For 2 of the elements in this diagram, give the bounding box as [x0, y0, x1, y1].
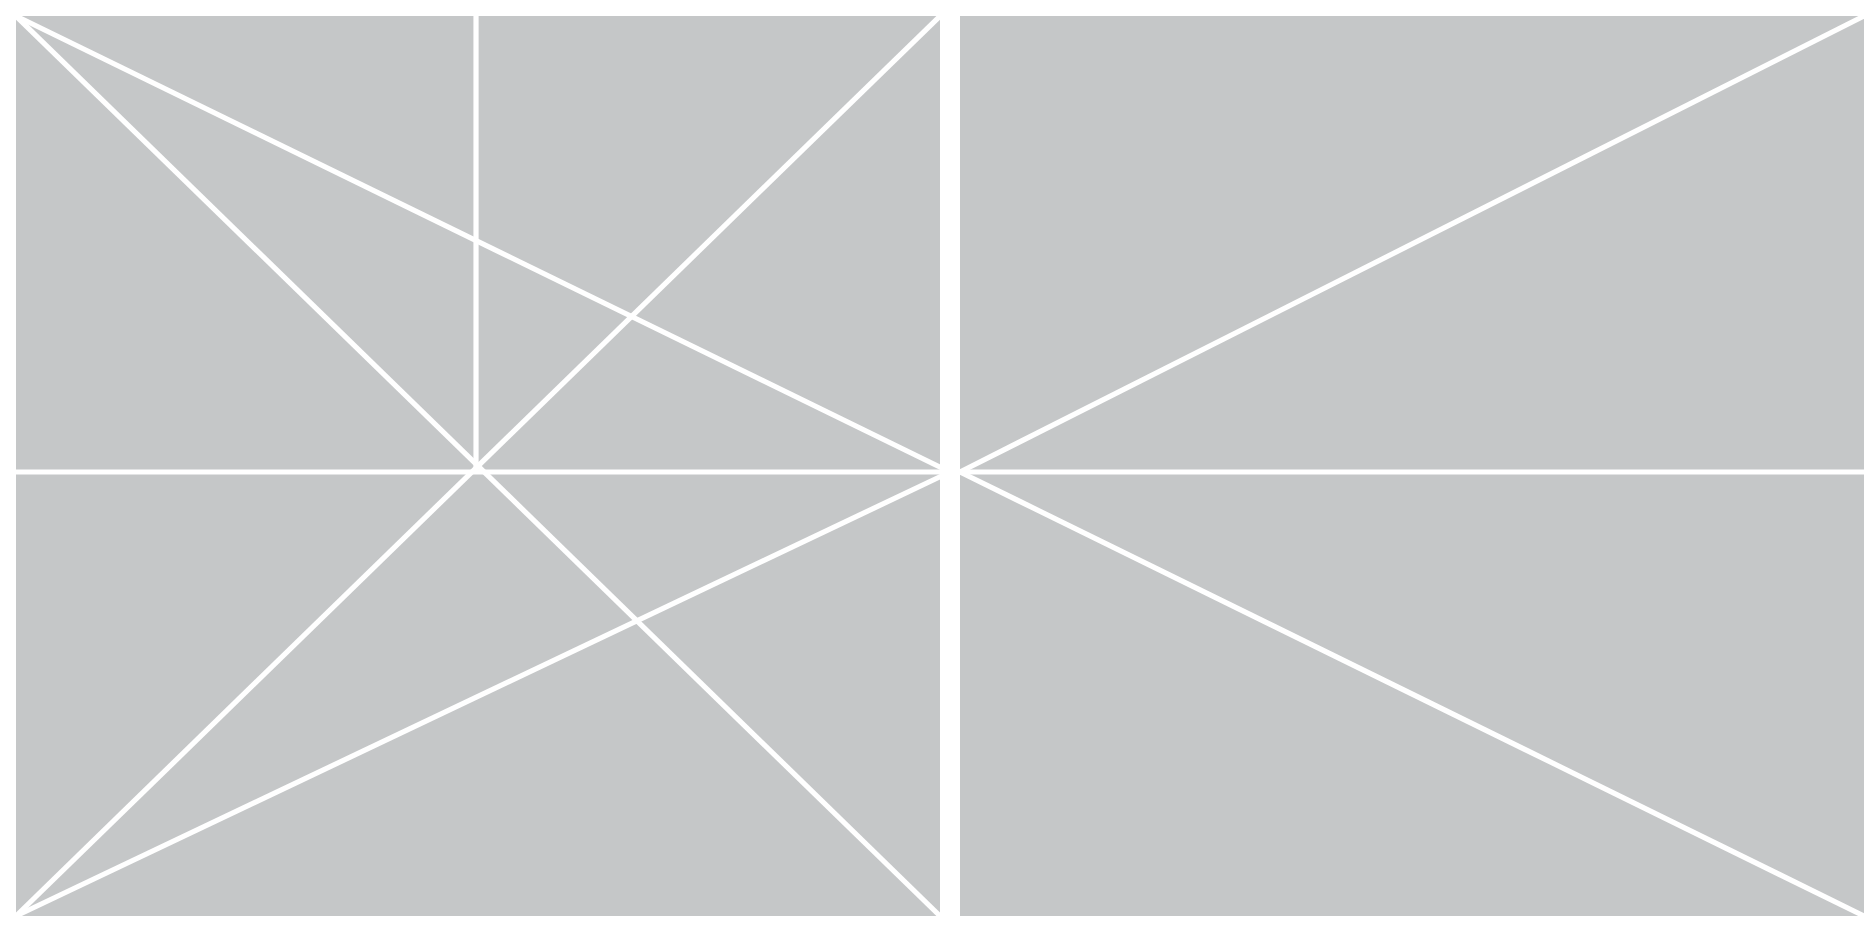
panel	[16, 16, 940, 916]
panel	[960, 16, 1864, 916]
